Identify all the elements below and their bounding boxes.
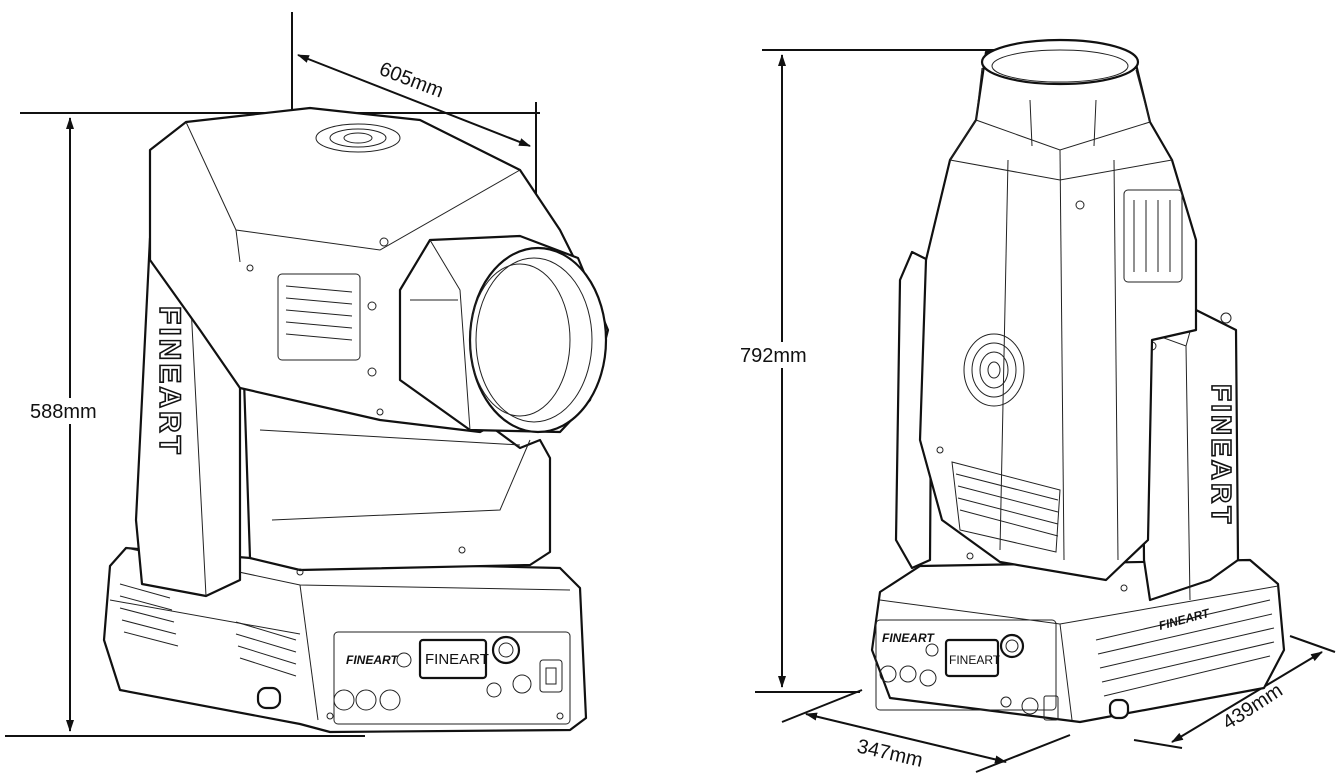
side-lens bbox=[468, 246, 608, 434]
dimension-792-label: 792mm bbox=[740, 345, 807, 367]
side-display-label: FINEART bbox=[425, 651, 489, 668]
dimension-605-label: 605mm bbox=[376, 58, 446, 102]
side-view: 588mm 605mm FINEART FINEART bbox=[5, 12, 610, 737]
side-base: FINEART FINEART bbox=[102, 546, 588, 734]
dimension-588-label: 588mm bbox=[30, 401, 97, 423]
front-head bbox=[918, 38, 1198, 592]
side-arm-brand: FINEART bbox=[153, 306, 186, 457]
front-lens-rim bbox=[980, 38, 1140, 86]
side-base-brand: FINEART bbox=[346, 653, 399, 667]
front-base-brand: FINEART bbox=[882, 631, 935, 645]
side-knob bbox=[491, 635, 521, 665]
front-display bbox=[944, 638, 1000, 678]
front-view: 792mm 347mm 439mm FINEART FINEART bbox=[738, 38, 1336, 773]
front-base: FINEART FINEART FINEART bbox=[870, 558, 1286, 724]
side-display bbox=[418, 638, 488, 680]
dimension-792: 792mm bbox=[738, 49, 1020, 693]
front-arm-brand: FINEART bbox=[1206, 384, 1237, 526]
side-head bbox=[148, 106, 610, 434]
front-display-label: FINEART bbox=[949, 653, 1001, 667]
front-knob bbox=[999, 633, 1025, 659]
